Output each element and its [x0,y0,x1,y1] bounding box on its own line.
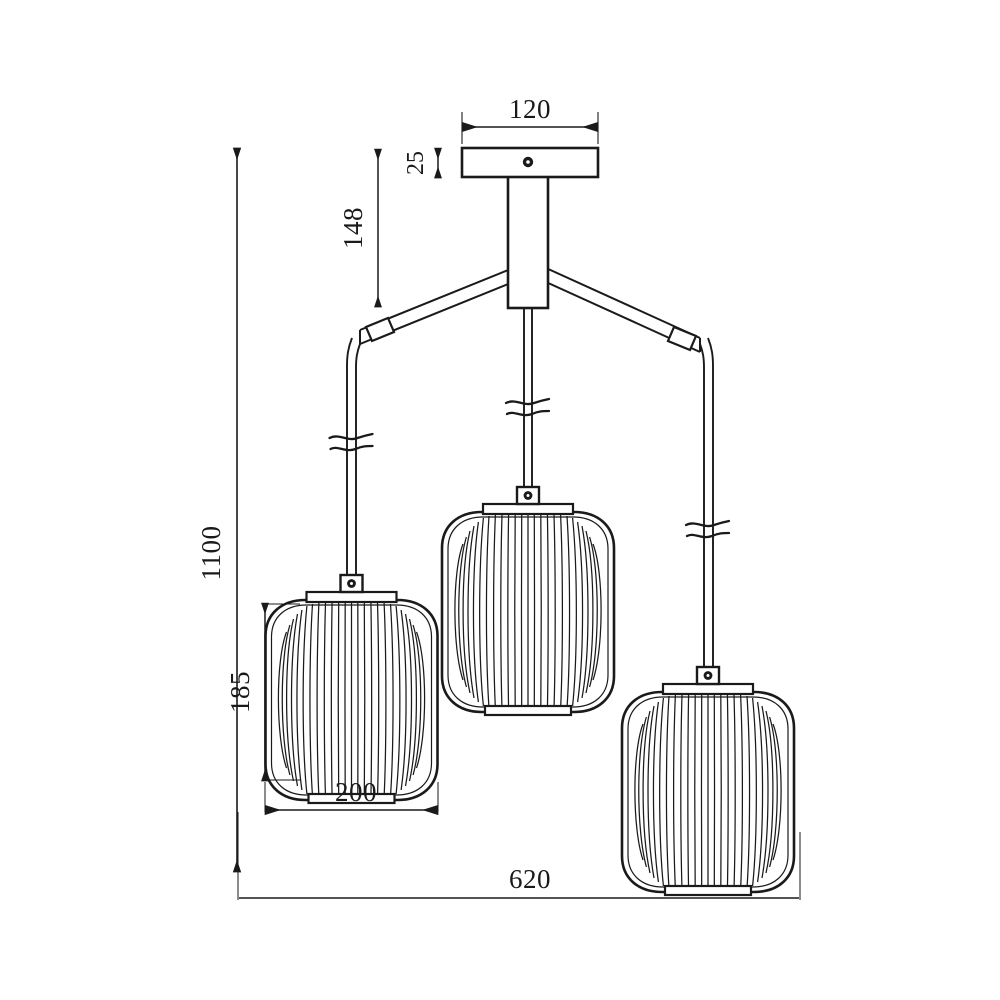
dimension-shade-height: 185 [225,602,269,782]
fixture-assembly [264,146,796,897]
central-stem-housing [506,174,550,310]
suspension-rod-right [684,337,731,690]
dimension-arm-drop: 148 [338,148,382,308]
dimension-shade-width: 200 [264,777,439,816]
dimension-canopy-height: 25 [403,147,442,179]
dimension-label-arm-drop: 148 [338,207,368,249]
dimension-canopy-width: 120 [461,94,599,144]
dimension-label-canopy-width: 120 [509,94,551,124]
suspension-rod-left [328,337,374,598]
suspension-rod-center [504,308,551,510]
ribbed-glass-shade-left [264,573,439,805]
dimension-label-shade-width: 200 [335,777,377,807]
dimension-total-width: 620 [237,812,801,900]
dimension-total-height: 1100 [196,147,242,873]
dimension-label-total-height: 1100 [196,526,226,581]
dimension-label-canopy-height: 25 [403,151,429,175]
dimension-label-total-width: 620 [509,864,551,894]
ribbed-glass-shade-center [440,485,616,717]
diagonal-support-arm-left [359,261,529,345]
diagonal-support-arm-right [545,267,701,353]
ribbed-glass-shade-right [620,665,796,897]
dimension-label-shade-height: 185 [225,671,255,713]
